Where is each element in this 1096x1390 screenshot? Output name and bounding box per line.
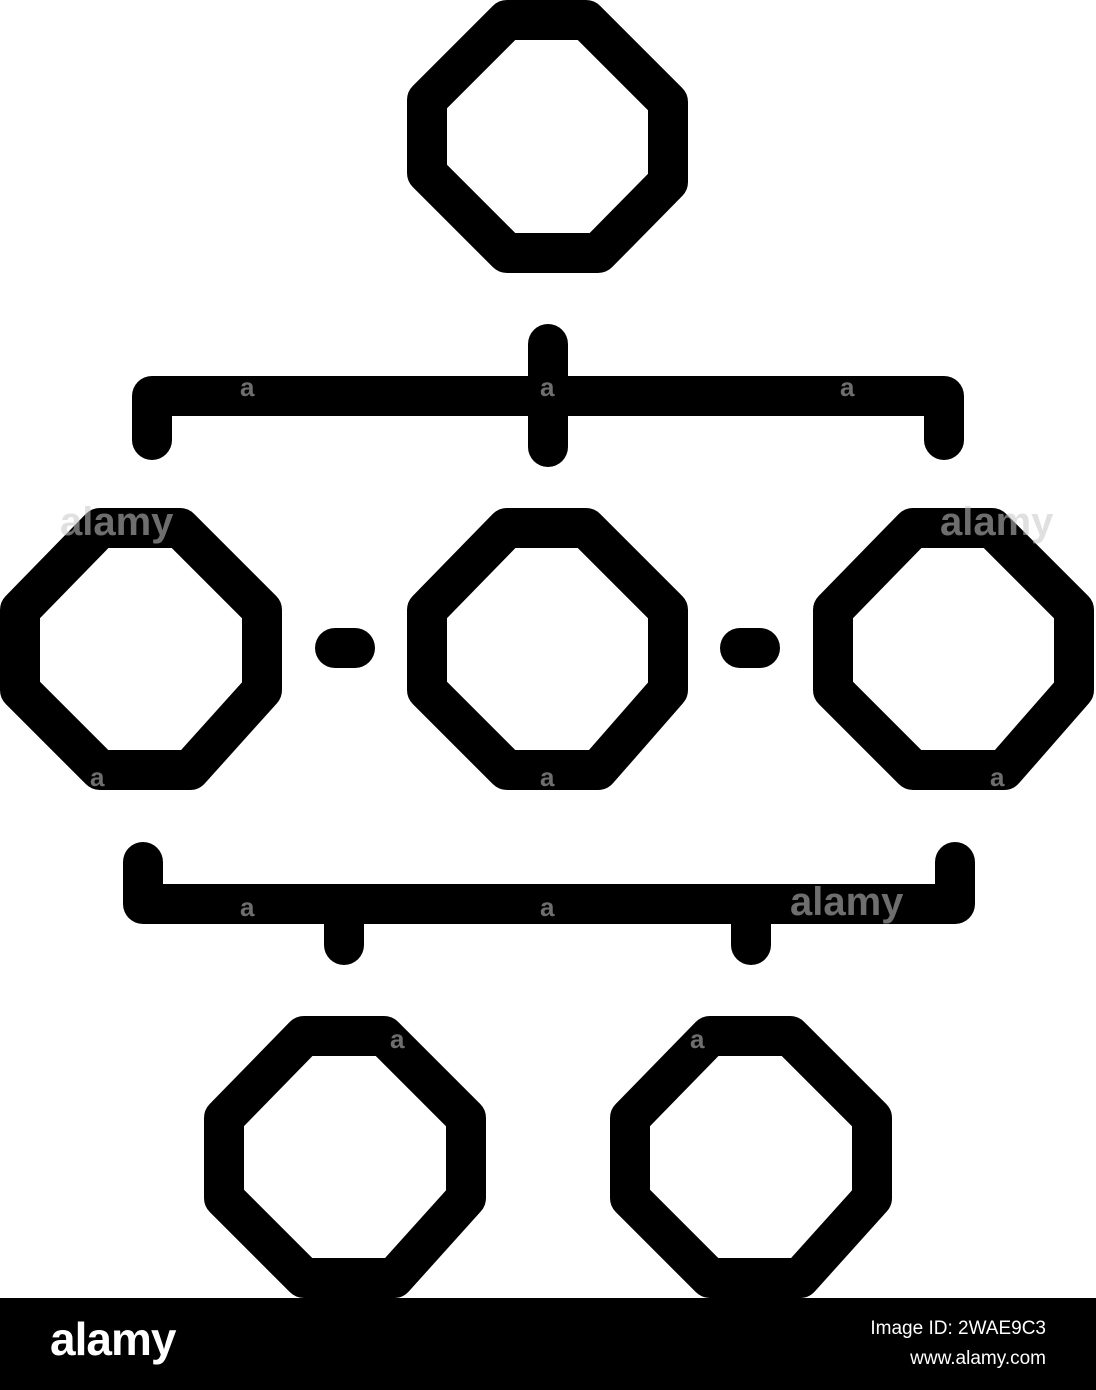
watermark-logo: alamy [940,500,1054,544]
watermark-logo: alamy [60,500,174,544]
watermark-letter: a [990,762,1005,792]
watermark-letter: a [240,372,255,402]
watermark-letter: a [840,372,855,402]
middle-left-node-octagon [0,508,282,790]
footer-logo: alamy [50,1313,176,1365]
bottom-connector-bracket [123,842,975,924]
top-node-octagon [407,0,688,273]
watermark-logo: alamy [790,880,904,924]
watermark-letter: a [540,372,555,402]
footer-image-info: Image ID: 2WAE9C3 www.alamy.com [870,1314,1046,1374]
watermark-letter: a [540,762,555,792]
watermark-letter: a [240,892,255,922]
stock-footer-bar: alamy Image ID: 2WAE9C3 www.alamy.com [0,1298,1096,1390]
watermark-letter: a [540,892,555,922]
watermark-letter: a [390,1024,405,1054]
middle-center-node-octagon [407,508,688,790]
footer-site-url: www.alamy.com [910,1348,1046,1369]
top-connector-bracket [132,376,964,460]
bottom-left-node-octagon [204,1016,486,1298]
middle-right-node-octagon [813,508,1094,790]
bottom-right-node-octagon [610,1016,892,1298]
hierarchy-diagram-icon [0,0,1094,1298]
watermark-letter: a [690,1024,705,1054]
footer-image-id: Image ID: 2WAE9C3 [870,1318,1046,1339]
watermark-letter: a [90,762,105,792]
